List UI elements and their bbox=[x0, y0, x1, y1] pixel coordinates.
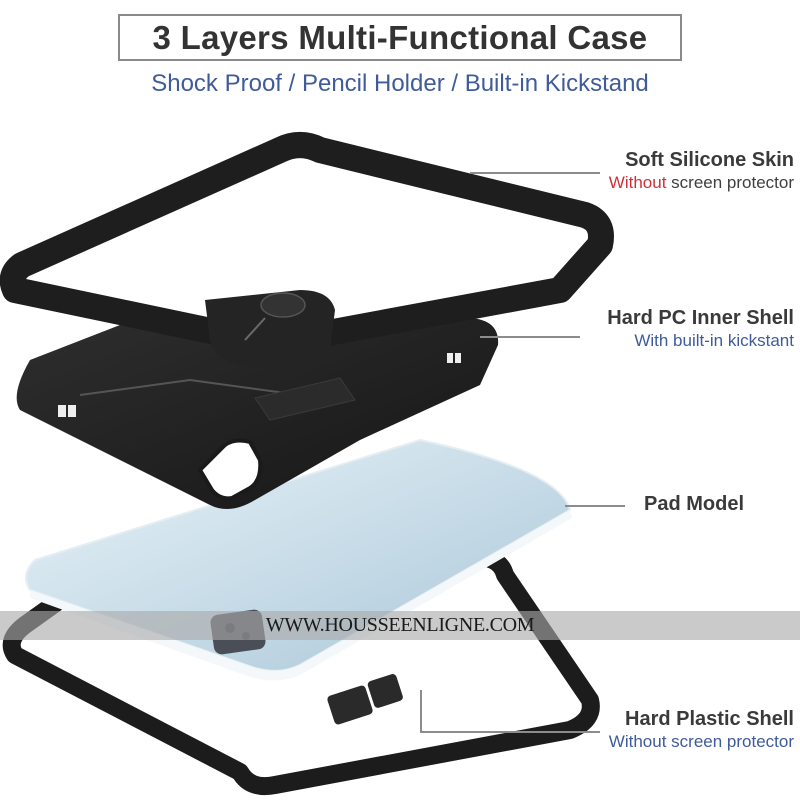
watermark-band bbox=[0, 611, 800, 640]
leader-line-plastic-shell bbox=[420, 731, 600, 733]
callout-pad-model: Pad Model bbox=[644, 492, 744, 516]
title-box: 3 Layers Multi-Functional Case bbox=[118, 14, 682, 61]
callout-note: With built-in kickstant bbox=[634, 331, 794, 350]
hard-pc-inner-shell-layer bbox=[16, 318, 499, 509]
callout-hard-pc-inner-shell: Hard PC Inner Shell With built-in kickst… bbox=[607, 306, 794, 352]
leader-line-silicone bbox=[470, 172, 600, 174]
callout-note: Without screen protector bbox=[608, 732, 794, 751]
pad-model-layer bbox=[25, 438, 572, 681]
callout-hard-plastic-shell: Hard Plastic Shell Without screen protec… bbox=[609, 707, 794, 753]
callout-title: Soft Silicone Skin bbox=[625, 149, 794, 171]
page-subtitle: Shock Proof / Pencil Holder / Built-in K… bbox=[151, 70, 649, 97]
callout-title: Hard PC Inner Shell bbox=[607, 307, 794, 329]
hard-plastic-shell-layer bbox=[2, 547, 600, 796]
callout-note-rest: screen protector bbox=[666, 173, 794, 192]
leader-line-pad-model bbox=[565, 505, 625, 507]
page-title: 3 Layers Multi-Functional Case bbox=[152, 18, 648, 56]
soft-silicone-skin-layer bbox=[0, 132, 614, 372]
callout-note-accent: Without bbox=[608, 173, 667, 192]
callout-note: Without screen protector bbox=[609, 172, 794, 194]
watermark-text: WWW.HOUSSEENLIGNE.COM bbox=[265, 614, 535, 636]
leader-line-pc-shell bbox=[480, 336, 580, 338]
callout-title: Hard Plastic Shell bbox=[625, 708, 794, 730]
leader-line-plastic-shell-vertical bbox=[420, 690, 422, 732]
callout-soft-silicone-skin: Soft Silicone Skin Without screen protec… bbox=[609, 148, 794, 194]
callout-title: Pad Model bbox=[643, 493, 744, 515]
